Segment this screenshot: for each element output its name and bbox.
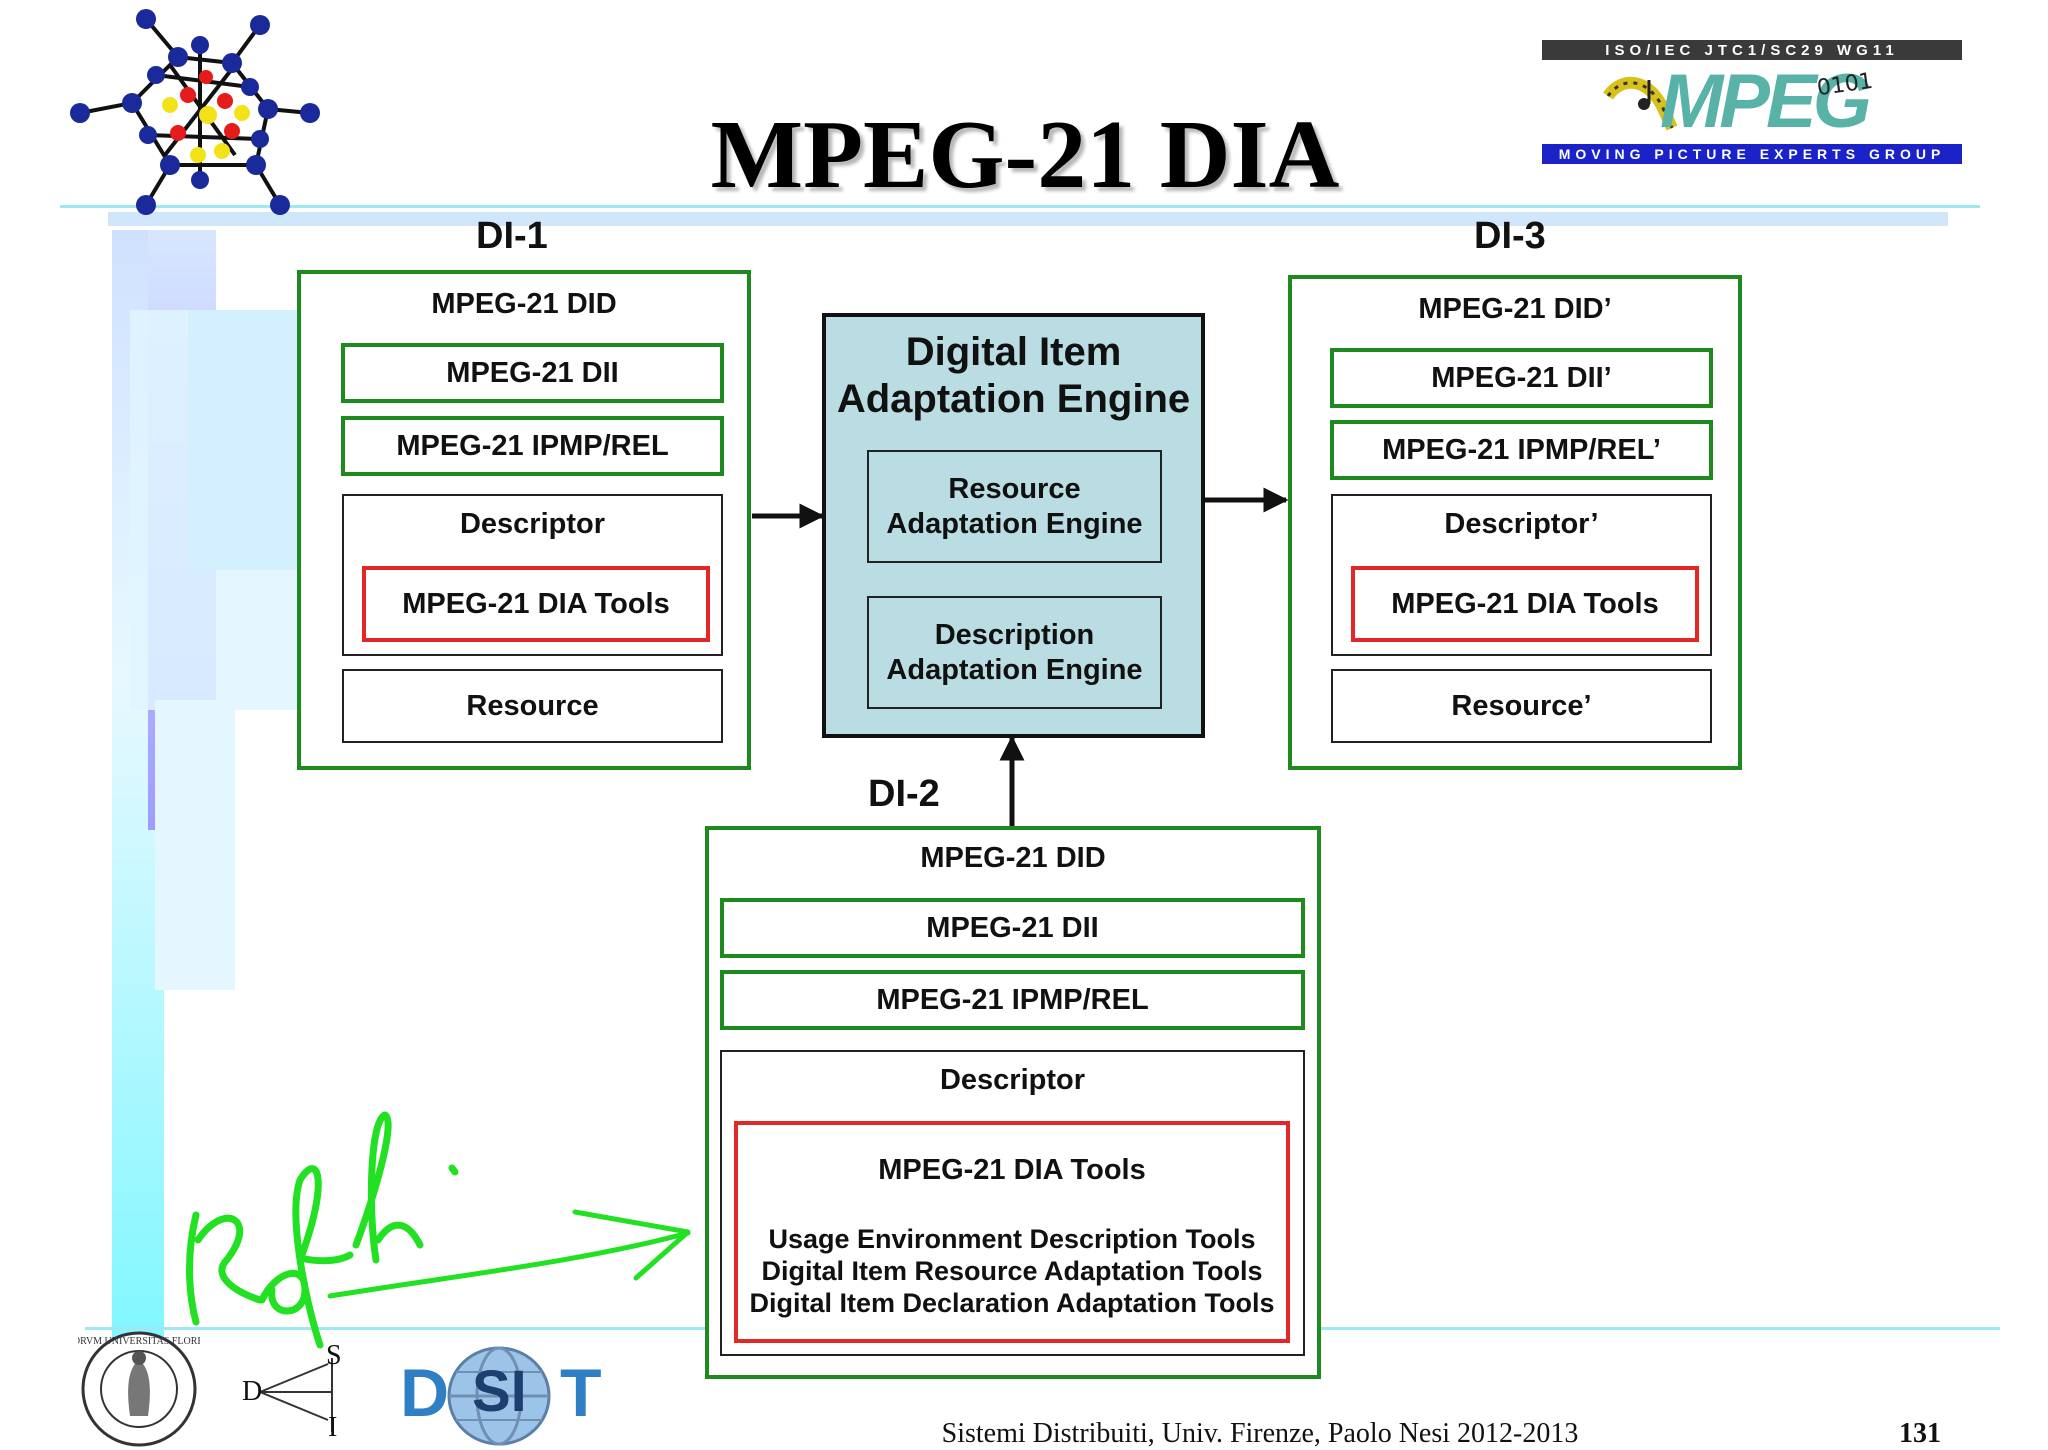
- mpeg-logo-word: MPEG: [1660, 59, 1872, 144]
- resource-adaptation-line1: Resource: [948, 473, 1081, 505]
- resource-adaptation-line2: Adaptation Engine: [886, 508, 1143, 540]
- page-title: MPEG-21 DIA: [710, 101, 1340, 209]
- di3-dia-tools-box[interactable]: MPEG-21 DIA Tools: [1351, 566, 1699, 642]
- engine-title-line2: Adaptation Engine: [836, 377, 1191, 421]
- disit-logo: D SI T: [400, 1340, 620, 1448]
- di1-dii-box[interactable]: MPEG-21 DII: [341, 343, 724, 403]
- di2-tool-declaration-adaptation: Digital Item Declaration Adaptation Tool…: [749, 1288, 1275, 1318]
- dsi-logo-lines: [259, 1358, 333, 1432]
- mpeg-logo-tag-bar: MOVING PICTURE EXPERTS GROUP: [1542, 144, 1962, 164]
- di2-label: DI-2: [868, 773, 940, 815]
- dsi-letter-i: I: [328, 1412, 338, 1443]
- page-number: 131: [1899, 1418, 1941, 1449]
- disit-letter-d: D: [400, 1355, 450, 1431]
- mpeg-logo-iso-bar: ISO/IEC JTC1/SC29 WG11: [1542, 40, 1962, 60]
- di3-dii-box[interactable]: MPEG-21 DII’: [1330, 348, 1713, 408]
- di2-dia-tools-box[interactable]: MPEG-21 DIA Tools Usage Environment Desc…: [734, 1121, 1290, 1343]
- di3-descriptor-label: Descriptor’: [1444, 508, 1599, 540]
- dsi-letter-s: S: [326, 1340, 342, 1371]
- di2-tool-resource-adaptation: Digital Item Resource Adaptation Tools: [761, 1256, 1263, 1286]
- footer-text: Sistemi Distribuiti, Univ. Firenze, Paol…: [941, 1418, 1579, 1449]
- seal-text: STVDIORVM UNIVERSITAS FLORENTINA: [78, 1336, 200, 1347]
- di3-ipmp-box[interactable]: MPEG-21 IPMP/REL’: [1330, 420, 1713, 480]
- di1-label: DI-1: [476, 215, 548, 257]
- header-rule: [60, 205, 1980, 208]
- description-adaptation-line2: Adaptation Engine: [886, 654, 1143, 686]
- film-note-icon: [1603, 76, 1678, 131]
- description-adaptation-line1: Description: [934, 619, 1095, 651]
- disit-letters-si: SI: [472, 1359, 527, 1424]
- di1-descriptor-label: Descriptor: [459, 508, 606, 540]
- molecule-logo: [70, 9, 320, 215]
- globe-icon: [447, 1346, 551, 1446]
- di2-ipmp-box[interactable]: MPEG-21 IPMP/REL: [720, 970, 1305, 1030]
- di2-descriptor-label: Descriptor: [939, 1064, 1086, 1096]
- di2-dia-tools-title: MPEG-21 DIA Tools: [878, 1154, 1146, 1186]
- mpeg-logo: ISO/IEC JTC1/SC29 WG11 MPEG 0101 MOVING …: [1542, 40, 1962, 168]
- university-seal-logo: STVDIORVM UNIVERSITAS FLORENTINA: [78, 1331, 200, 1447]
- di3-did-label: MPEG-21 DID’: [1418, 293, 1612, 325]
- di2-dii-box[interactable]: MPEG-21 DII: [720, 898, 1305, 958]
- engine-title-line1: Digital Item: [905, 330, 1122, 374]
- di2-did-label: MPEG-21 DID: [920, 842, 1106, 874]
- di3-label: DI-3: [1474, 215, 1546, 257]
- resource-adaptation-engine-box[interactable]: Resource Adaptation Engine: [867, 450, 1162, 563]
- handwritten-signature: [186, 1111, 459, 1349]
- di1-dia-tools-box[interactable]: MPEG-21 DIA Tools: [362, 566, 710, 642]
- di2-tool-usage-environment: Usage Environment Description Tools: [768, 1224, 1256, 1254]
- di1-resource-box[interactable]: Resource: [342, 669, 723, 743]
- description-adaptation-engine-box[interactable]: Description Adaptation Engine: [867, 596, 1162, 709]
- bg-strip-lower: [155, 700, 235, 990]
- disit-letter-t: T: [560, 1355, 602, 1431]
- di1-ipmp-box[interactable]: MPEG-21 IPMP/REL: [341, 416, 724, 476]
- dsi-letter-d: D: [242, 1376, 263, 1407]
- di3-resource-box[interactable]: Resource’: [1331, 669, 1712, 743]
- handwritten-arrow: [327, 1209, 691, 1299]
- dsi-logo: D S I: [232, 1340, 342, 1445]
- di1-did-label: MPEG-21 DID: [431, 288, 617, 320]
- bg-strip-light-2: [188, 310, 300, 570]
- header-band: [108, 212, 1948, 226]
